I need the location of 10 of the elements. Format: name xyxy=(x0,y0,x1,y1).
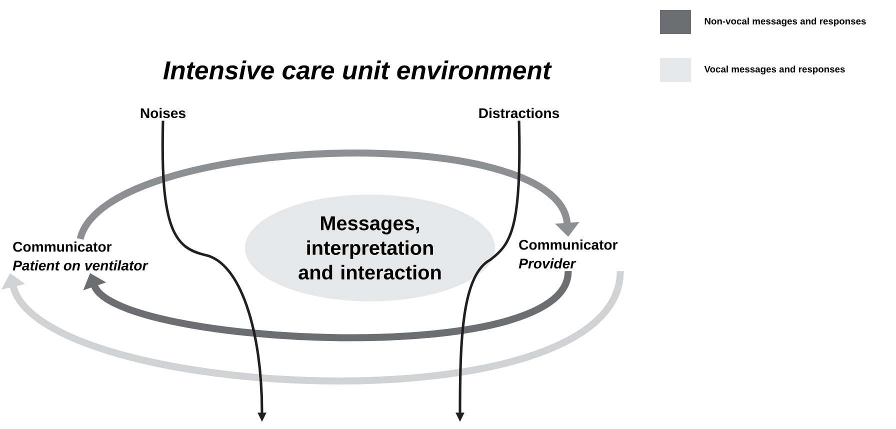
communicator-label: Communicator Provider xyxy=(518,239,618,269)
communicator-label: Communicator Patient on ventilator xyxy=(12,241,148,271)
cycle-arrow xyxy=(83,270,572,342)
legend-text: Non-vocal messages and responses xyxy=(704,18,866,26)
factor-label: Noises xyxy=(140,108,186,118)
cycle-arrow xyxy=(77,150,580,241)
factor-label: Distractions xyxy=(479,108,560,118)
cycle-arrow xyxy=(1,270,624,384)
legend-text: Vocal messages and responses xyxy=(704,66,845,74)
title: Intensive care unit environment xyxy=(163,60,552,80)
